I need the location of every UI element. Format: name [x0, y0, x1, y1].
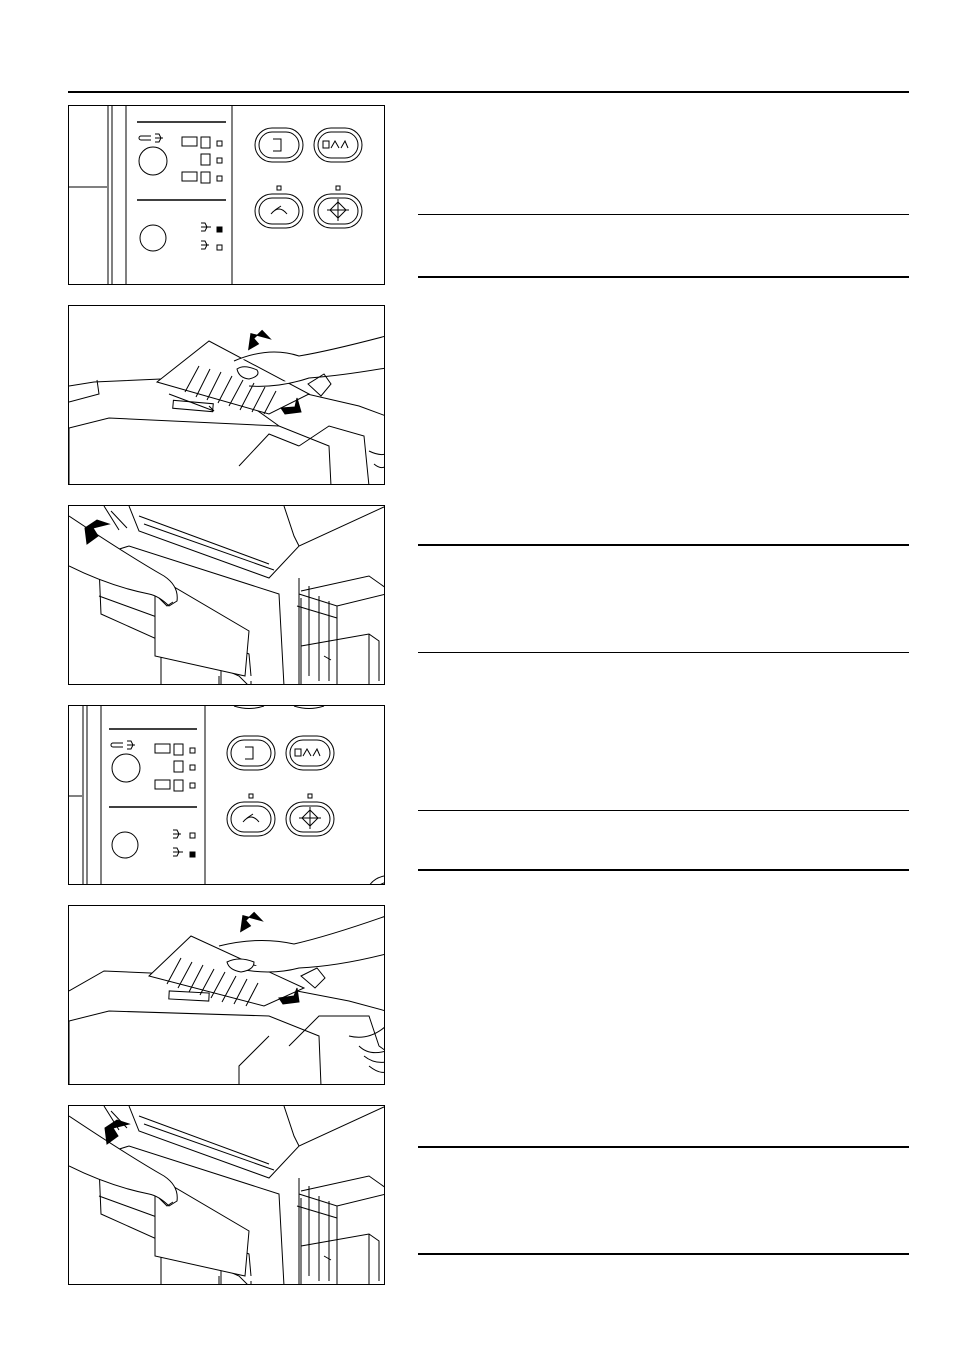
separator-rule	[418, 810, 909, 811]
hand-removing-copies-illustration	[69, 506, 384, 684]
operation-panel-figure-2	[68, 705, 385, 885]
section-start-rule	[418, 544, 909, 546]
operation-panel-figure-1	[68, 105, 385, 285]
separator-rule	[418, 214, 909, 215]
separator-rule	[418, 652, 909, 653]
section-end-rule	[418, 276, 909, 278]
hand-inserting-originals-illustration	[69, 911, 384, 1084]
copy-removal-figure-2	[68, 1105, 385, 1285]
section-start-rule	[418, 1146, 909, 1148]
copy-removal-figure-1	[68, 505, 385, 685]
hand-inserting-originals-illustration	[69, 329, 384, 484]
hand-removing-copies-illustration	[69, 1106, 384, 1284]
section-end-rule	[418, 869, 909, 871]
header-rule	[68, 91, 909, 93]
control-panel-illustration	[69, 106, 363, 284]
section-end-rule	[418, 1253, 909, 1255]
original-insertion-figure-1	[68, 305, 385, 485]
control-panel-illustration	[69, 706, 384, 884]
original-insertion-figure-2	[68, 905, 385, 1085]
